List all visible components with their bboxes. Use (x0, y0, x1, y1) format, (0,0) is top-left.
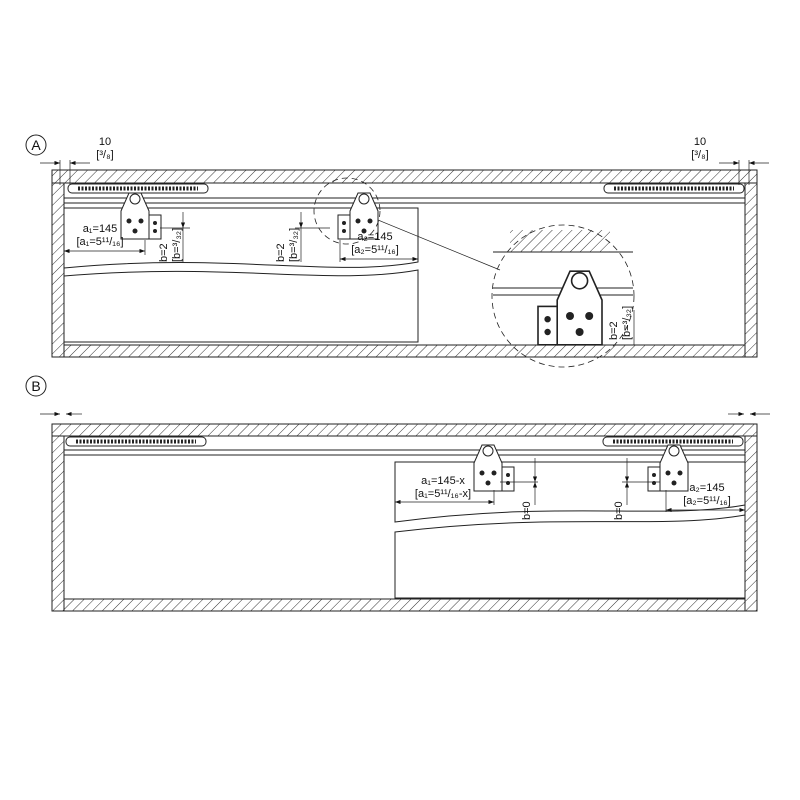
a2-mm: a₂=145 (357, 231, 392, 243)
bracket-left-b (473, 444, 515, 492)
b-a1-mm: a₁=145-x (421, 475, 465, 487)
gap-left-mm: 10 (99, 136, 111, 148)
gap-right-mm: 10 (694, 136, 706, 148)
b-mid-mm: b=2 (275, 243, 287, 262)
damper-right-a (602, 182, 746, 195)
a1-mm: a₁=145 (83, 223, 118, 235)
ceiling-b (51, 423, 758, 437)
ceiling-a (51, 169, 758, 184)
floor-b (63, 598, 746, 612)
section-b: B a₁=145-x [a₁=5¹¹/₁₆-x] b=0 b=0 (25, 375, 770, 612)
detail-callout-circle (313, 177, 381, 245)
b-right-zero: b=0 (613, 501, 625, 520)
door-panel-b-top (394, 461, 746, 523)
detail-b-mm: b=2 (608, 321, 620, 340)
detail-b-inch: [b=³/₃₂] (621, 306, 633, 340)
a2-inch: [a₂=5¹¹/₁₆] (351, 244, 399, 256)
gap-left-inch: [³/₈] (96, 149, 113, 161)
section-a-marker-circle (25, 134, 47, 156)
left-wall-b (51, 435, 65, 612)
detail-view: b=2 [b=³/₃₂] (491, 224, 640, 368)
door-panel-b-bottom (394, 514, 746, 599)
door-panel-a-bottom (63, 269, 419, 343)
left-wall-a (51, 182, 65, 358)
section-a: A 10 [³/₈] 10 [³/₈] a₁=145 [a₁=5¹¹/₁₆] (25, 134, 769, 368)
door-panel-a-top (63, 207, 419, 269)
right-wall-a (744, 182, 758, 358)
right-wall-b (744, 435, 758, 612)
section-b-marker-circle (25, 375, 47, 397)
a1-inch: [a₁=5¹¹/₁₆] (76, 236, 123, 248)
b-a1-inch: [a₁=5¹¹/₁₆-x] (415, 488, 471, 500)
b-left-mm: b=2 (158, 243, 170, 262)
floor-a (63, 344, 746, 358)
section-b-marker: B (31, 378, 40, 394)
bracket-left-a (120, 192, 162, 240)
b-left-zero: b=0 (521, 501, 533, 520)
bracket-right-b (647, 444, 689, 492)
b-mid-inch: [b=³/₃₂] (288, 228, 300, 262)
b-a2-inch: [a₂=5¹¹/₁₆] (683, 495, 731, 507)
damper-left-b (64, 435, 208, 448)
section-a-marker: A (31, 137, 41, 153)
b-left-inch: [b=³/₃₂] (171, 228, 183, 262)
damper-left-a (66, 182, 210, 195)
b-a2-mm: a₂=145 (689, 482, 724, 494)
gap-right-inch: [³/₈] (691, 149, 708, 161)
